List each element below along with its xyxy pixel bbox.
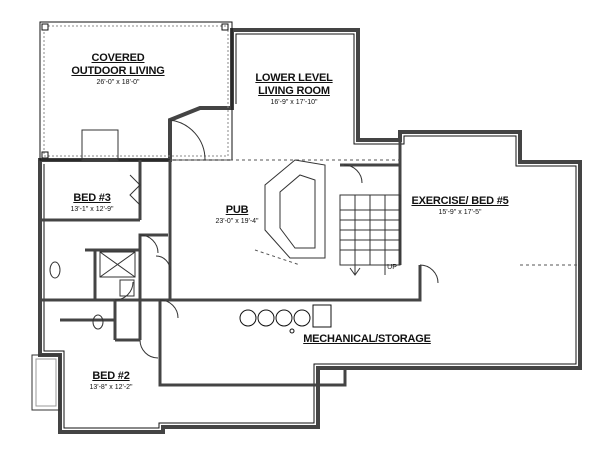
room-dimensions: 13'-8" x 12'-2": [89, 384, 133, 391]
stairs-up-label: UP: [387, 264, 397, 271]
room-dimensions: 23'-0" x 19'-4": [215, 218, 259, 225]
staircase: [339, 194, 401, 276]
room-dimensions: 15'-9" x 17'-5": [438, 209, 482, 216]
room-bed-2: BED #2 13'-8" x 12'-2": [89, 370, 132, 393]
room-mechanical-storage: MECHANICAL/STORAGE: [303, 333, 431, 346]
room-name: EXERCISE/ BED #5: [411, 195, 509, 207]
bar-counter: [264, 159, 326, 259]
room-name: LIVING ROOM: [258, 85, 330, 97]
interior-walls: [40, 140, 422, 387]
room-bed-3: BED #3 13'-1" x 12'-9": [70, 192, 113, 215]
exterior-wall: [38, 28, 582, 434]
room-name: MECHANICAL/STORAGE: [303, 333, 431, 345]
room-dimensions: 13'-1" x 12'-9": [70, 206, 114, 213]
room-name: OUTDOOR LIVING: [71, 65, 165, 77]
room-name: COVERED: [91, 52, 145, 64]
mechanical-equipment: [239, 304, 332, 334]
room-name: PUB: [225, 204, 249, 216]
covered-outdoor-living-outline: [39, 21, 233, 161]
room-exercise-bed-5: EXERCISE/ BED #5 15'-9" x 17'-5": [411, 195, 508, 218]
room-pub: PUB 23'-0" x 19'-4": [215, 204, 258, 227]
room-dimensions: 16'-9" x 17'-10": [270, 99, 318, 106]
room-dimensions: 26'-0" x 18'-0": [96, 79, 140, 86]
room-covered-outdoor-living: COVERED OUTDOOR LIVING 26'-0" x 18'-0": [71, 52, 164, 88]
room-name: LOWER LEVEL: [255, 72, 333, 84]
room-lower-level-living-room: LOWER LEVEL LIVING ROOM 16'-9" x 17'-10": [255, 72, 332, 108]
room-name: BED #3: [73, 192, 111, 204]
room-name: BED #2: [92, 370, 130, 382]
